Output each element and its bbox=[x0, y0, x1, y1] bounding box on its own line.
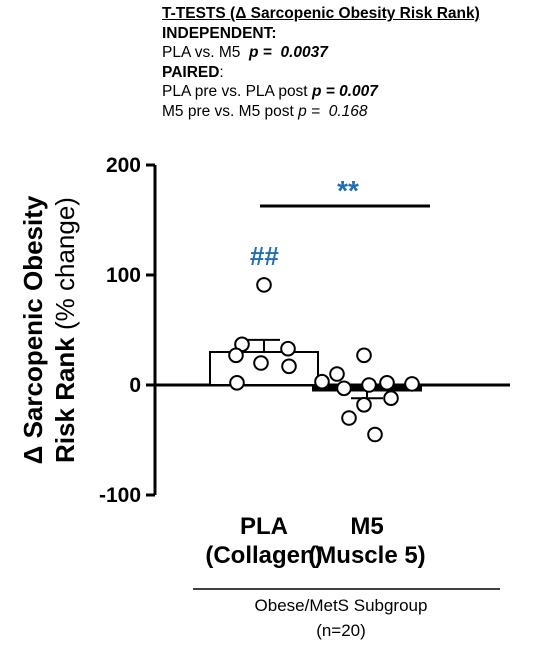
data-point bbox=[341, 410, 357, 426]
data-point bbox=[383, 390, 399, 407]
independent-line: PLA vs. M5 p = 0.0037 bbox=[162, 43, 546, 63]
paired-line-1: PLA pre vs. PLA post p = 0.007 bbox=[162, 82, 546, 102]
data-point bbox=[336, 380, 352, 397]
data-point bbox=[280, 340, 296, 357]
significance-between-label: ** bbox=[337, 175, 359, 206]
independent-label: INDEPENDENT: bbox=[162, 24, 277, 42]
paired-line2-p-value: 0.168 bbox=[328, 102, 368, 120]
data-point bbox=[329, 366, 345, 382]
y-tick-label: -100 bbox=[99, 484, 141, 507]
independent-p-label: p = bbox=[249, 44, 272, 61]
y-axis-title-line2: Risk Rank (% change) bbox=[50, 197, 80, 463]
data-point bbox=[229, 375, 245, 391]
independent-p-value: 0.0037 bbox=[280, 44, 328, 61]
significance-within-label: ## bbox=[250, 241, 279, 271]
data-point bbox=[356, 397, 372, 413]
data-point bbox=[314, 373, 330, 390]
data-point bbox=[361, 377, 377, 393]
x-group-label: (n=20) bbox=[316, 621, 366, 640]
paired-line1-text: PLA pre vs. PLA post bbox=[162, 83, 308, 100]
x-group-label: Obese/MetS Subgroup bbox=[255, 596, 428, 615]
x-category-label: (Muscle 5) bbox=[308, 542, 425, 569]
y-axis-title-unit: (% change) bbox=[50, 197, 80, 337]
paired-line2-text: M5 pre vs. M5 post bbox=[162, 102, 294, 120]
data-point bbox=[228, 347, 244, 364]
y-axis-title-bold: Risk Rank bbox=[50, 337, 80, 463]
stats-box: T-TESTS (Δ Sarcopenic Obesity Risk Rank)… bbox=[162, 4, 546, 121]
x-category-label: M5 bbox=[350, 513, 383, 540]
y-axis-title-line1: Δ Sarcopenic Obesity bbox=[18, 195, 48, 464]
paired-line-2: M5 pre vs. M5 post p = 0.168 bbox=[162, 102, 546, 122]
stats-heading: T-TESTS (Δ Sarcopenic Obesity Risk Rank) bbox=[162, 5, 480, 22]
data-point bbox=[379, 375, 395, 391]
x-category-label: (Collagen) bbox=[205, 542, 322, 569]
paired-colon: : bbox=[219, 63, 224, 81]
y-tick-label: 100 bbox=[106, 264, 141, 287]
data-point bbox=[256, 277, 272, 293]
data-point bbox=[404, 376, 420, 392]
data-point bbox=[356, 347, 372, 364]
paired-line2-p-label: p = bbox=[298, 102, 321, 120]
independent-text: PLA vs. M5 bbox=[162, 44, 241, 61]
y-tick-label: 0 bbox=[129, 374, 141, 397]
data-point bbox=[367, 426, 383, 443]
data-point bbox=[253, 355, 269, 371]
paired-label-line: PAIRED: bbox=[162, 63, 546, 83]
x-category-label: PLA bbox=[240, 513, 288, 540]
data-point bbox=[281, 358, 297, 375]
paired-line1-p: p = 0.007 bbox=[311, 83, 378, 100]
y-tick-label: 200 bbox=[106, 154, 141, 177]
paired-label: PAIRED bbox=[162, 63, 220, 81]
